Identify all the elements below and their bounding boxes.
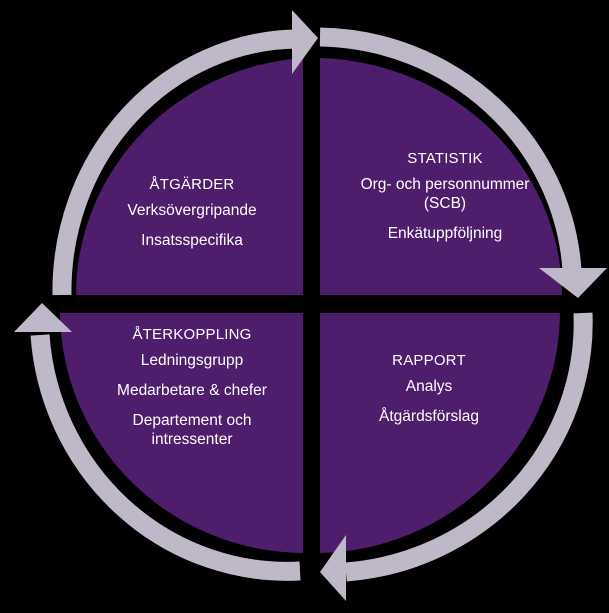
quadrant-item: Org- och personnummer (SCB) bbox=[360, 176, 530, 212]
quadrant-title: RAPPORT bbox=[392, 352, 466, 369]
quadrant-aterkoppling: ÅTERKOPPLING Ledningsgrupp Medarbetare &… bbox=[72, 326, 312, 460]
quadrant-item: Ledningsgrupp bbox=[140, 352, 244, 369]
quadrant-item: Insatsspecifika bbox=[141, 232, 243, 249]
quadrant-title: ÅTERKOPPLING bbox=[132, 326, 252, 343]
arrow-head-left bbox=[14, 303, 72, 332]
quadrant-item: Medarbetare & chefer bbox=[117, 382, 267, 399]
arrow-head-top bbox=[292, 10, 318, 74]
arrow-head-bottom bbox=[320, 535, 346, 601]
quadrant-title: ÅTGÄRDER bbox=[149, 176, 235, 193]
quadrant-item: Verksövergripande bbox=[127, 202, 257, 219]
arrow-top-right-arc bbox=[319, 27, 582, 271]
quadrant-rapport: RAPPORT Analys Åtgärdsförslag bbox=[309, 352, 549, 437]
quadrant-item: Åtgärdsförslag bbox=[379, 408, 479, 425]
arrow-top-left-arc bbox=[52, 29, 297, 296]
quadrant-item: Enkätuppföljning bbox=[387, 225, 503, 242]
quadrant-bottom-right-wedge bbox=[320, 313, 560, 553]
quadrant-top-left-wedge bbox=[76, 58, 303, 295]
quadrant-item: Analys bbox=[405, 378, 453, 395]
arrow-bottom-left-arc bbox=[30, 334, 301, 581]
quadrant-bottom-left-wedge bbox=[60, 313, 303, 553]
quadrant-item: Departement och intressenter bbox=[132, 412, 252, 448]
quadrant-top-right-wedge bbox=[320, 58, 562, 295]
arrow-bottom-right-arc bbox=[345, 312, 593, 582]
quadrant-title: STATISTIK bbox=[407, 150, 483, 167]
quadrant-statistik: STATISTIK Org- och personnummer (SCB) En… bbox=[325, 150, 565, 254]
quadrant-atgarder: ÅTGÄRDER Verksövergripande Insatsspecifi… bbox=[72, 176, 312, 261]
arrow-head-right bbox=[539, 268, 607, 298]
